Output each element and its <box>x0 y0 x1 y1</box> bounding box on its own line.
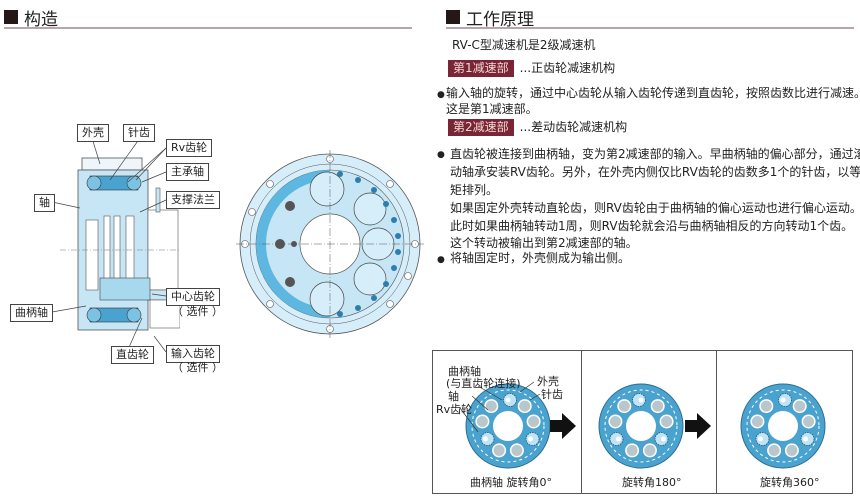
label-crankshaft: 曲柄轴 <box>10 304 53 322</box>
shaft-pin <box>768 444 780 456</box>
structure-header: 构造 <box>4 4 58 30</box>
principle-divider <box>446 27 854 29</box>
shaft-pin <box>528 415 540 427</box>
label-pin: 针齿 <box>123 124 155 142</box>
para1-line1: 输入轴的旋转，通过中心齿轮从输入齿轮传递到直齿轮，按照齿数比进行减速。 <box>446 86 860 100</box>
stage1-tag: 第1减速部 <box>448 60 514 77</box>
label-input-gear-optional: （ 选件 ） <box>172 361 223 374</box>
shaft-pin <box>609 415 621 427</box>
leader-line <box>471 395 489 411</box>
structure-divider <box>4 27 412 29</box>
leader-lines <box>51 137 167 355</box>
crankshaft-center <box>638 397 644 403</box>
leader-line <box>477 385 503 401</box>
arrow-right-icon <box>685 413 711 439</box>
shaft-pin <box>803 415 815 427</box>
crankshaft-center <box>780 397 786 403</box>
pin-circle <box>471 389 545 463</box>
crankshaft-center <box>661 436 667 442</box>
header-square-icon <box>446 10 460 24</box>
structure-title: 构造 <box>24 9 58 30</box>
bullet-icon: ● <box>437 255 445 265</box>
principle-header: 工作原理 <box>446 4 534 30</box>
label-support-flange: 支撑法兰 <box>166 191 220 209</box>
para2-line: 直齿轮被连接到曲柄轴，变为第2减速部的输入。早曲柄轴的偏心部分，通过滚 <box>450 147 860 161</box>
para2-line: 矩排列。 <box>450 183 499 197</box>
stage1-row: 第1减速部 ...正齿轮减速机构 <box>448 59 615 77</box>
shaft-pin <box>751 415 763 427</box>
crankshaft-center <box>505 397 511 403</box>
pin-circle <box>746 389 820 463</box>
principle-title: 工作原理 <box>466 9 534 30</box>
para2-line: 此时如果曲柄轴转动1周，则RV齿轮就会沿与曲柄轴相反的方向转动1个齿。 <box>450 219 854 233</box>
para2-line: 这个转动被输出到第2减速部的轴。 <box>450 236 638 250</box>
front-view-drawing <box>236 150 424 338</box>
shaft-pin <box>511 444 523 456</box>
caption-0: 曲柄轴 旋转角0° <box>470 476 552 489</box>
label-center-gear-optional: （ 选件 ） <box>172 305 223 318</box>
label-housing: 外壳 <box>77 124 109 142</box>
crankshaft-center <box>757 436 763 442</box>
shaft-pin <box>493 444 505 456</box>
center-hole <box>768 411 798 441</box>
label-rv-gear: Rv齿轮 <box>166 139 213 157</box>
stage2-desc: ...差动齿轮减速机构 <box>519 120 628 134</box>
crankshaft-center <box>528 436 534 442</box>
pin-circle <box>604 389 678 463</box>
crankshaft-center <box>615 436 621 442</box>
stage2-tag: 第2减速部 <box>448 119 514 136</box>
shaft-pin <box>794 400 806 412</box>
label-main-bearing: 主承轴 <box>166 163 209 181</box>
caption-180: 旋转角180° <box>622 476 682 489</box>
shaft-pin <box>661 415 673 427</box>
rot-label-rv-gear: Rv齿轮 <box>436 403 473 416</box>
bullet-icon: ● <box>437 150 445 160</box>
shaft-pin <box>476 415 488 427</box>
crankshaft-center <box>803 436 809 442</box>
header-square-icon <box>4 10 18 24</box>
bullet-icon: ● <box>437 90 445 100</box>
shaft-pin <box>652 400 664 412</box>
rotation-panel-180 <box>580 350 717 494</box>
rot-label-housing: 外壳 <box>537 375 559 388</box>
center-hole <box>626 411 656 441</box>
label-input-gear: 输入齿轮 <box>166 345 220 363</box>
shaft-pin <box>618 400 630 412</box>
para3-text: 将轴固定时，外壳侧成为输出侧。 <box>450 251 631 265</box>
shaft-pin <box>644 444 656 456</box>
leader-line <box>459 407 479 433</box>
label-shaft: 轴 <box>34 194 55 212</box>
shaft-pin <box>485 400 497 412</box>
shaft-pin <box>786 444 798 456</box>
para1-line2: 这是第1减速部。 <box>446 102 538 116</box>
shaft-pin <box>626 444 638 456</box>
rotation-panel-0 <box>432 350 582 494</box>
caption-360: 旋转角360° <box>760 476 820 489</box>
stage2-row: 第2减速部 ...差动齿轮减速机构 <box>448 118 627 136</box>
rot-label-crankshaft: 曲柄轴 <box>448 365 481 378</box>
shaft-pin <box>519 400 531 412</box>
para2-line: 如果固定外壳转动直轮齿，则RV齿轮由于曲柄轴的偏心运动也进行偏心运动。 <box>450 201 860 215</box>
rot-label-shaft: 轴 <box>448 390 459 403</box>
center-hole <box>493 411 523 441</box>
shaft-pin <box>760 400 772 412</box>
rot-label-pin: 针齿 <box>541 388 563 401</box>
para2-line: 动轴承安装RV齿轮。另外，在外壳内侧仅比RV齿轮的齿数多1个的针齿，以等齿 <box>450 165 860 179</box>
leader-line <box>529 393 541 401</box>
crankshaft-center <box>482 436 488 442</box>
leader-line <box>519 381 535 393</box>
intro-text: RV-C型减速机是2级减速机 <box>452 38 596 52</box>
label-center-gear: 中心齿轮 <box>166 288 220 306</box>
label-spur-gear: 直齿轮 <box>111 346 154 364</box>
rotation-panel-360 <box>716 350 853 494</box>
stage1-desc: ...正齿轮减速机构 <box>519 61 616 75</box>
rot-label-crank-note: (与直齿轮连接) <box>446 377 521 390</box>
arrow-right-icon <box>550 413 576 439</box>
